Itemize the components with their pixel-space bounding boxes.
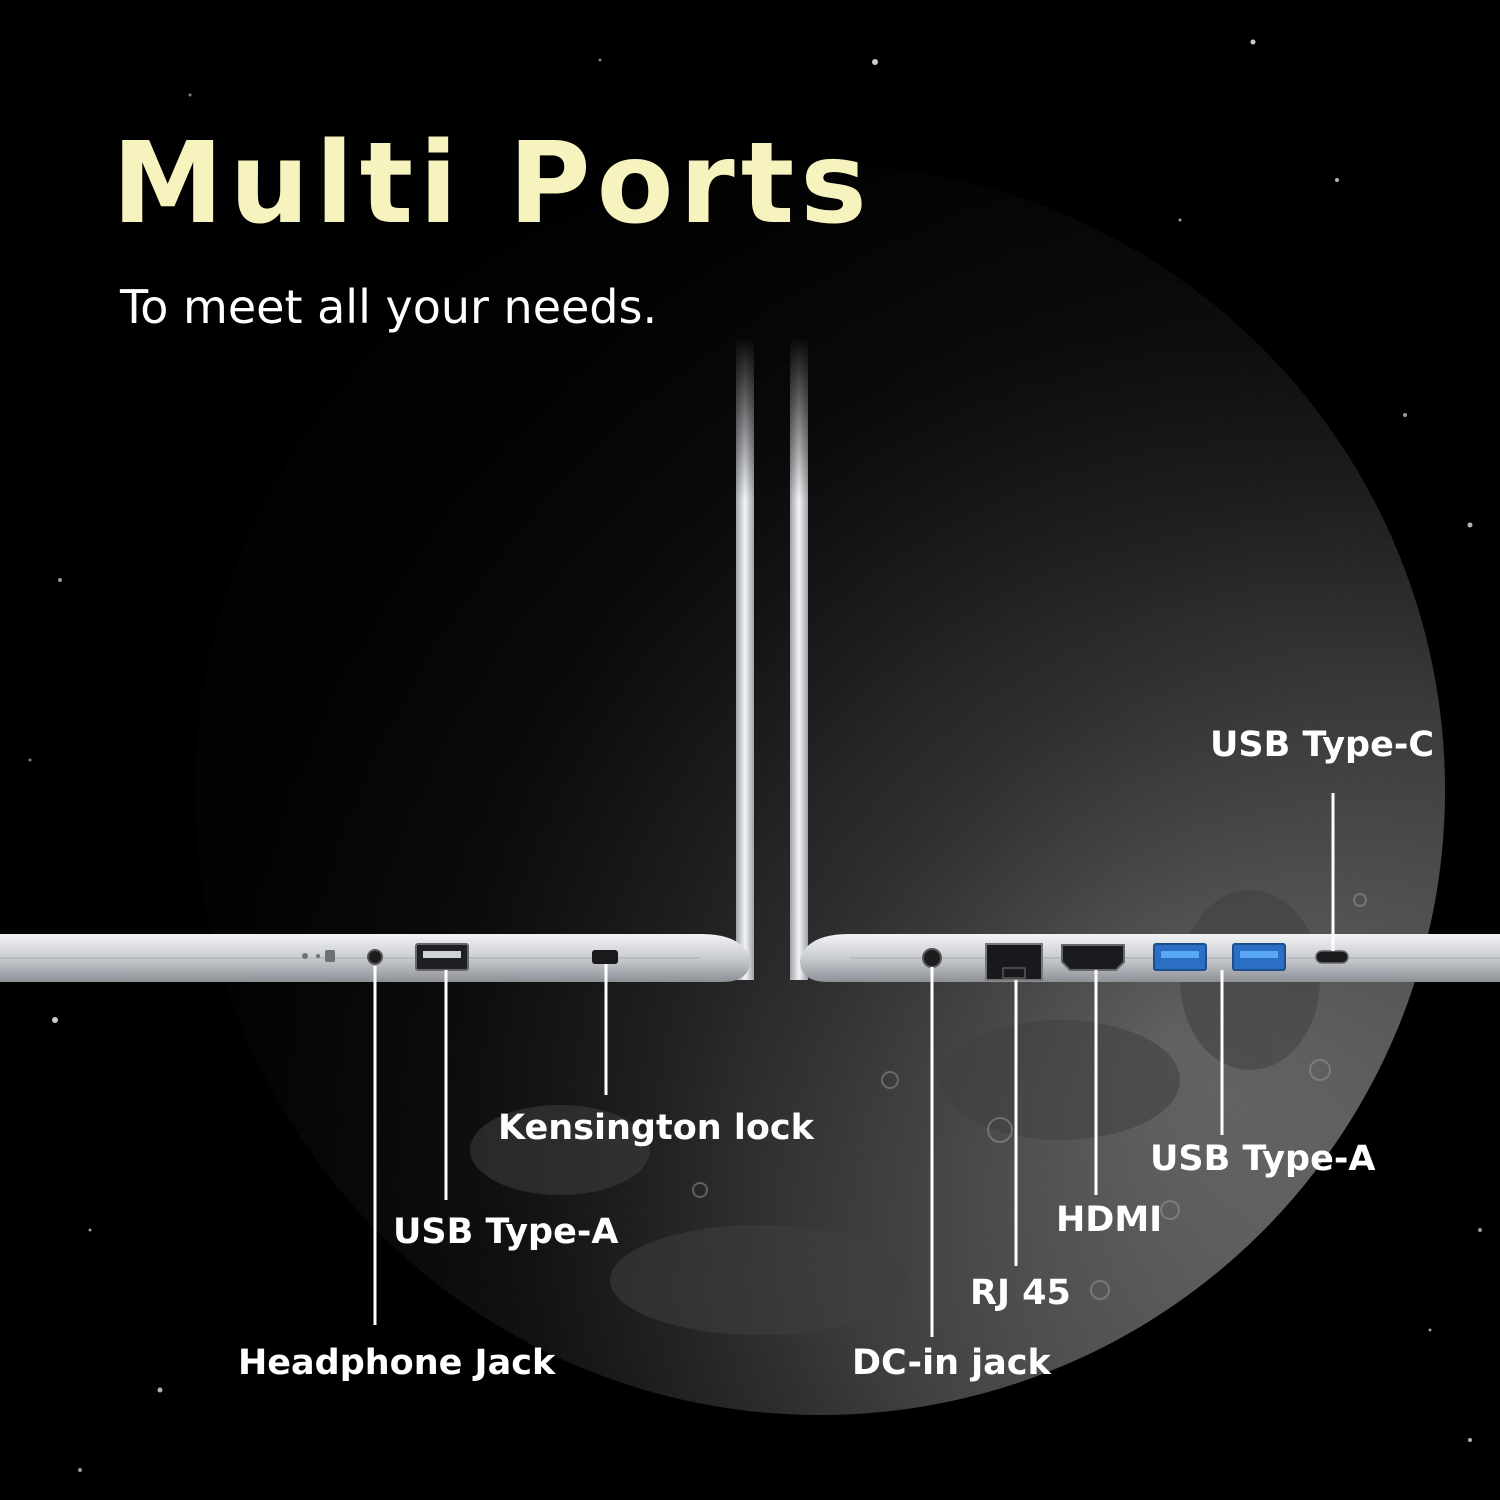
hdmi-port <box>1061 944 1125 971</box>
moon-illustration <box>195 165 1445 1415</box>
label-kensington-lock: Kensington lock <box>498 1108 814 1148</box>
page-subtitle: To meet all your needs. <box>120 280 658 334</box>
laptop-left-side <box>0 340 754 982</box>
label-usb-type-c: USB Type-C <box>1210 725 1435 765</box>
label-usb-type-a-left: USB Type-A <box>393 1212 619 1252</box>
usb-type-c-port <box>1315 950 1349 964</box>
callout-lines <box>373 793 1335 1337</box>
label-rj45: RJ 45 <box>970 1273 1071 1313</box>
label-hdmi: HDMI <box>1056 1200 1163 1240</box>
kensington-lock-slot <box>592 950 618 964</box>
label-dc-in-jack: DC-in jack <box>852 1343 1051 1383</box>
status-led-icons <box>302 950 335 962</box>
label-usb-type-a-right: USB Type-A <box>1150 1139 1376 1179</box>
label-headphone-jack: Headphone Jack <box>238 1343 556 1383</box>
page-title: Multi Ports <box>112 119 873 249</box>
dc-in-jack-port <box>922 948 942 968</box>
laptop-right-side <box>790 340 1500 982</box>
headphone-jack-port <box>367 949 383 965</box>
